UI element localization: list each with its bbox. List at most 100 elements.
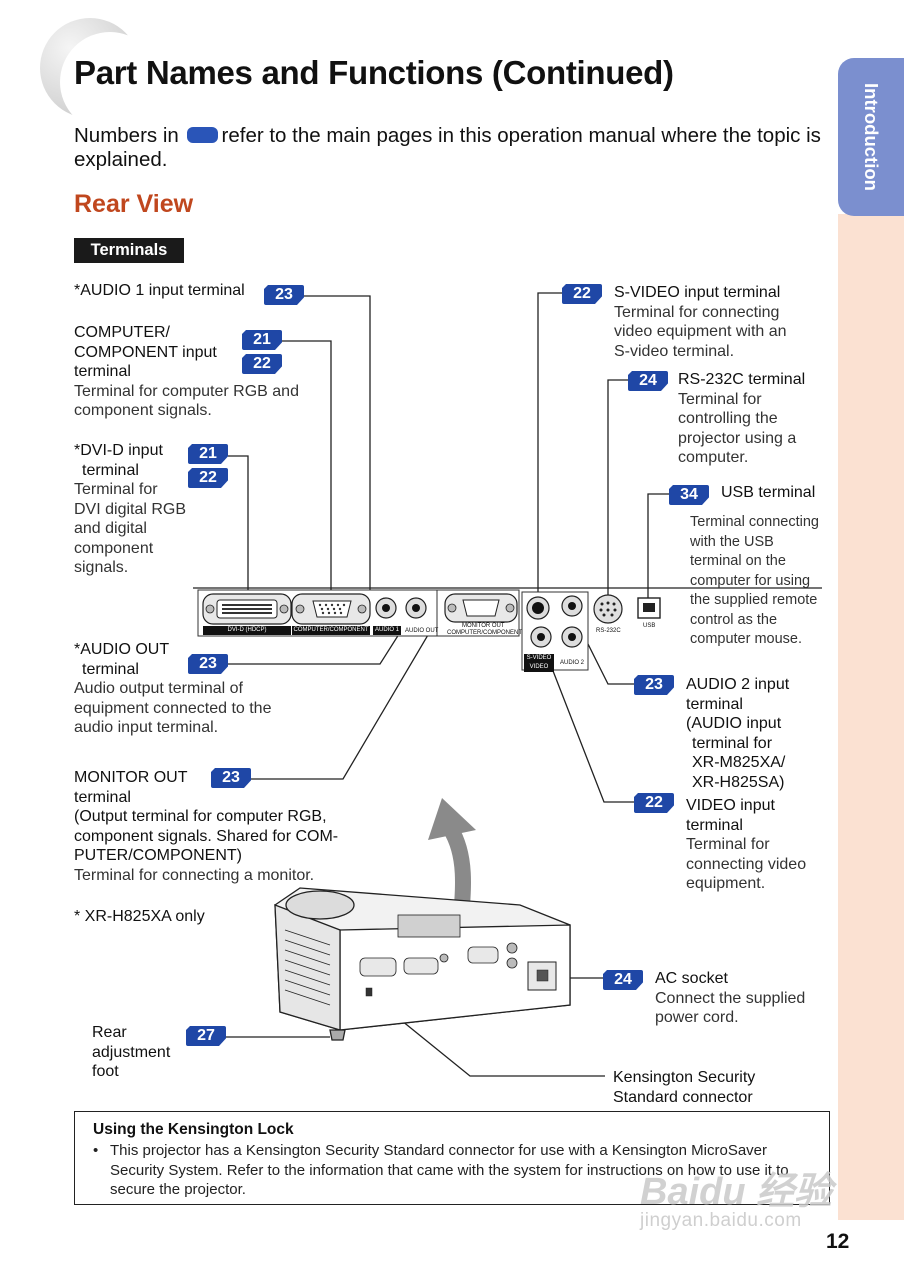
page-badge-usb[interactable]: 34 xyxy=(669,485,709,505)
page-badge-computer-1[interactable]: 21 xyxy=(242,330,282,350)
label-video-desc3: equipment. xyxy=(686,875,766,892)
page-badge-foot[interactable]: 27 xyxy=(186,1026,226,1046)
leader-usb xyxy=(647,493,672,600)
kensington-lock-body: This projector has a Kensington Security… xyxy=(110,1142,789,1198)
panel-label-audio2: AUDIO 2 xyxy=(560,660,585,666)
page-badge-computer-2[interactable]: 22 xyxy=(242,354,282,374)
page-badge-dvid-2[interactable]: 22 xyxy=(188,468,228,488)
intro-before: Numbers in xyxy=(74,124,179,147)
rotation-arrow-head xyxy=(428,798,476,840)
label-kensington-name1: Kensington Security xyxy=(613,1069,756,1086)
label-foot-name3: foot xyxy=(92,1063,119,1080)
page-title: Part Names and Functions (Continued) xyxy=(74,54,674,91)
page-badge-dvid-1[interactable]: 21 xyxy=(188,444,228,464)
label-dvid-name1: *DVI-D input xyxy=(74,442,163,459)
watermark-logo: Baidu 经验 xyxy=(640,1171,833,1213)
label-audio2-name2: terminal xyxy=(686,695,743,713)
kensington-lock-title: Using the Kensington Lock xyxy=(93,1121,294,1138)
footnote: * XR-H825XA only xyxy=(74,908,205,925)
label-audio2-name6: XR-H825SA) xyxy=(692,773,785,791)
leader-monitor-out xyxy=(250,617,439,780)
label-rs232c: RS-232C terminal Terminal for controllin… xyxy=(678,370,828,468)
leader-audio1 xyxy=(302,295,371,600)
subsection-title: Terminals xyxy=(74,238,184,263)
page-badge-audio2[interactable]: 23 xyxy=(634,675,674,695)
label-audio-out: *AUDIO OUT terminal Audio output termina… xyxy=(74,640,314,738)
label-usb-desc7: computer mouse. xyxy=(690,631,803,647)
projector-illustration xyxy=(274,887,571,1041)
label-rs232c-desc2: controlling the xyxy=(678,410,778,427)
page-badge-rs232c[interactable]: 24 xyxy=(628,371,668,391)
leader-computer xyxy=(282,340,332,600)
label-svideo: S-VIDEO input terminal Terminal for conn… xyxy=(614,283,824,361)
label-usb-desc1: Terminal connecting xyxy=(690,514,819,530)
leader-dvid xyxy=(228,455,249,600)
page-badge-monitor-out[interactable]: 23 xyxy=(211,768,251,788)
label-svideo-desc3: S-video terminal. xyxy=(614,342,735,360)
panel-label-video: VIDEO xyxy=(524,663,554,672)
panel-label-monitor-out1: MONITOR OUT xyxy=(462,623,505,629)
page-number: 12 xyxy=(826,1230,850,1253)
label-usb-name: USB terminal xyxy=(721,484,816,501)
label-video-desc1: Terminal for xyxy=(686,836,770,853)
label-dvid: *DVI-D input terminal Terminal for DVI d… xyxy=(74,441,204,578)
label-video-name2: terminal xyxy=(686,816,743,834)
label-audio2-name4: terminal for xyxy=(692,734,773,752)
label-monitor-out-note3: PUTER/COMPONENT) xyxy=(74,847,242,864)
label-ac-desc2: power cord. xyxy=(655,1009,739,1026)
label-dvid-desc3: and digital xyxy=(74,520,147,537)
page-badge-audio1[interactable]: 23 xyxy=(264,285,304,305)
label-rs232c-desc1: Terminal for xyxy=(678,390,762,408)
label-ac-desc1: Connect the supplied xyxy=(655,989,806,1007)
panel-label-rs232c: RS-232C xyxy=(596,628,621,634)
label-usb-desc: Terminal connecting with the USB termina… xyxy=(690,513,835,650)
page-badge-audio-out[interactable]: 23 xyxy=(188,654,228,674)
section-title: Rear View xyxy=(74,190,194,218)
page-badge-video[interactable]: 22 xyxy=(634,793,674,813)
title-decoration-cover xyxy=(60,32,160,132)
label-computer-name2: COMPONENT input xyxy=(74,343,217,361)
label-dvid-desc2: DVI digital RGB xyxy=(74,500,187,518)
label-usb-desc6: control as the xyxy=(690,611,778,628)
label-video-name1: VIDEO input xyxy=(686,797,775,814)
leader-video xyxy=(540,639,634,803)
page-badge-ac[interactable]: 24 xyxy=(603,970,643,990)
label-kensington-name2: Standard connector xyxy=(613,1088,753,1106)
label-dvid-desc5: signals. xyxy=(74,559,129,576)
panel-label-dvi: DVI-D (HDCP) xyxy=(203,626,291,635)
panel-label-svideo: S-VIDEO xyxy=(524,654,554,663)
label-svideo-desc2: video equipment with an xyxy=(614,323,787,340)
label-usb-desc4: computer for using xyxy=(690,572,811,589)
label-audio-out-desc: Audio output terminal of equipment conne… xyxy=(74,680,272,736)
label-svideo-desc1: Terminal for connecting xyxy=(614,303,780,321)
page-badge-svideo[interactable]: 22 xyxy=(562,284,602,304)
label-monitor-out-name1: MONITOR OUT xyxy=(74,769,188,786)
label-rs232c-desc4: computer. xyxy=(678,449,749,466)
intro-after: refer to the main pages in this operatio… xyxy=(74,124,821,171)
label-ac: AC socket Connect the supplied power cor… xyxy=(655,969,835,1028)
label-audio-out-name1: *AUDIO OUT xyxy=(74,641,170,658)
label-foot-name1: Rear xyxy=(92,1024,127,1041)
label-monitor-out-name2: terminal xyxy=(74,788,131,806)
panel-label-audio-out: AUDIO OUT xyxy=(405,628,439,634)
label-usb-desc3: terminal on the xyxy=(690,553,786,569)
label-foot: Rear adjustment foot xyxy=(92,1023,170,1082)
kensington-lock-box xyxy=(74,1111,830,1205)
bullet-icon: • xyxy=(93,1142,99,1159)
leader-rs232c xyxy=(607,379,628,600)
label-audio2-name5: XR-M825XA/ xyxy=(692,754,786,771)
side-strip xyxy=(838,214,904,1220)
label-audio-out-name2: terminal xyxy=(82,660,139,678)
watermark-url: jingyan.baidu.com xyxy=(640,1210,802,1231)
monitor-out-connector-shape xyxy=(444,593,518,623)
page-reference-icon xyxy=(186,127,218,143)
label-audio2-name1: AUDIO 2 input xyxy=(686,676,790,693)
label-svideo-name: S-VIDEO input terminal xyxy=(614,284,781,301)
dvi-connector-shape xyxy=(202,593,292,625)
label-kensington: Kensington Security Standard connector xyxy=(613,1068,813,1107)
side-tab-introduction[interactable]: Introduction xyxy=(838,58,904,216)
label-video-desc2: connecting video xyxy=(686,855,807,873)
intro-text: Numbers in refer to the main pages in th… xyxy=(74,124,844,172)
computer-connector-shape xyxy=(291,593,371,625)
label-rs232c-desc3: projector using a xyxy=(678,429,797,447)
